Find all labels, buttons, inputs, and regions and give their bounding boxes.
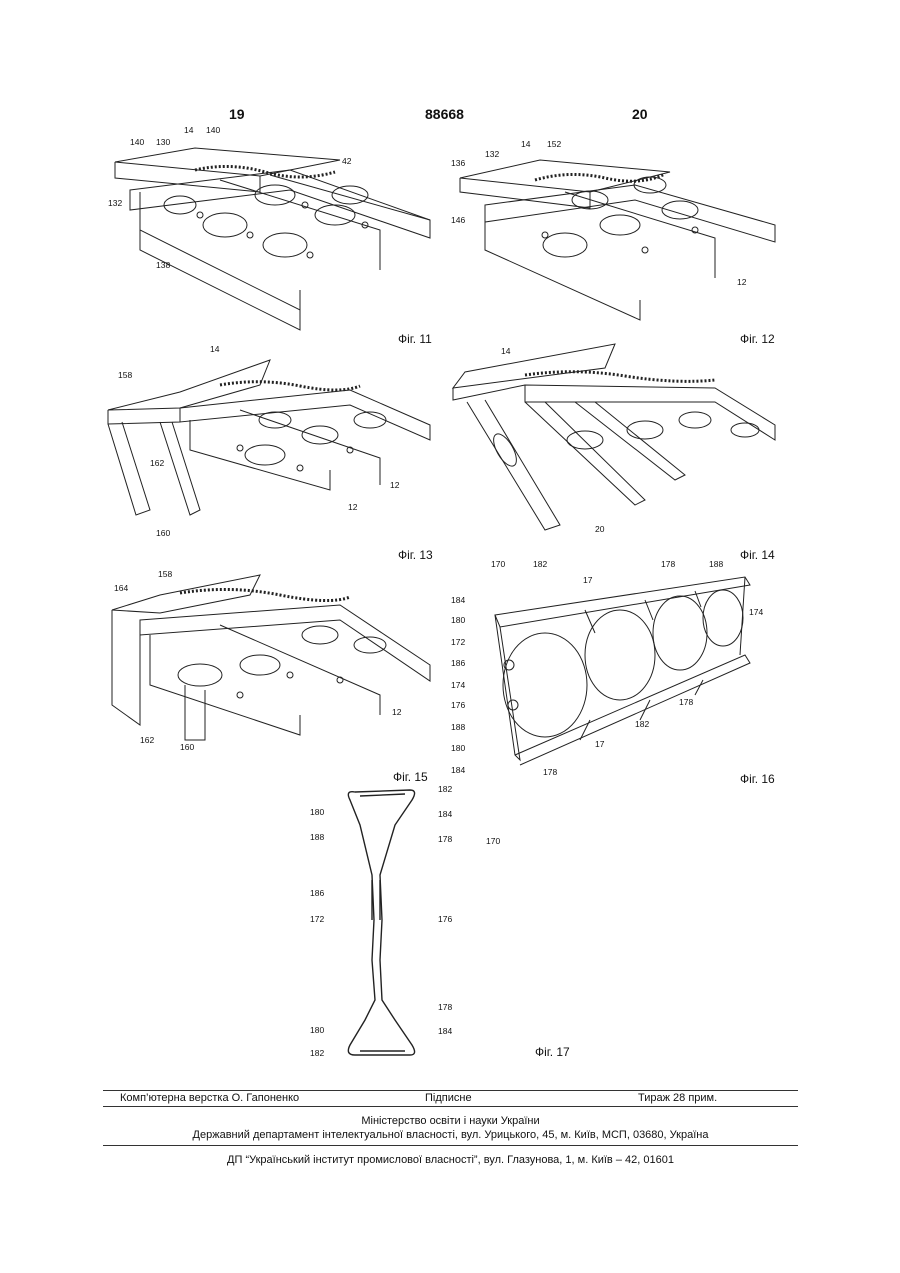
figure-11-label: 140 [206, 125, 220, 135]
figure-16-label: 186 [451, 658, 465, 668]
figure-16-label: 178 [679, 697, 693, 707]
figure-16-caption: Фіг. 16 [740, 772, 775, 786]
figure-13-drawing: 14 158 162 12 12 160 [100, 340, 440, 545]
figure-11-label: 130 [156, 137, 170, 147]
circulation: Тираж 28 прим. [638, 1092, 717, 1104]
figure-16-label: 182 [635, 719, 649, 729]
figure-15-label: 12 [392, 707, 402, 717]
figure-16-label: 180 [451, 615, 465, 625]
figure-13-label: 162 [150, 458, 164, 468]
figure-15-drawing: 158 164 162 160 12 [100, 565, 440, 765]
figure-11-label: 14 [184, 125, 194, 135]
department-address: Державний департамент інтелектуальної вл… [103, 1129, 798, 1141]
figure-12-label: 132 [485, 149, 499, 159]
figure-14-label: 14 [501, 346, 511, 356]
figure-12-drawing: 136 132 14 152 146 12 [445, 130, 785, 325]
figure-16-label: 176 [451, 700, 465, 710]
figure-15-label: 164 [114, 583, 128, 593]
figure-16-label: 170 [491, 559, 505, 569]
figure-13-label: 158 [118, 370, 132, 380]
figure-17-label: 184 [438, 1026, 452, 1036]
institute-address: ДП “Український інститут промислової вла… [103, 1154, 798, 1166]
figure-17-label: 180 [310, 1025, 324, 1035]
figure-17-label: 178 [438, 834, 452, 844]
figure-17-label: 172 [310, 914, 324, 924]
figure-17-label: 176 [438, 914, 452, 924]
figure-11-drawing: 14 140 140 130 132 42 138 [100, 120, 440, 335]
figure-14-label: 20 [595, 524, 605, 534]
figure-13-label: 160 [156, 528, 170, 538]
figure-15-label: 160 [180, 742, 194, 752]
figure-17-label: 188 [310, 832, 324, 842]
figure-17-label: 184 [438, 809, 452, 819]
figure-16-label: 17 [583, 575, 593, 585]
figure-16-label: 17 [595, 739, 605, 749]
figure-12-label: 146 [451, 215, 465, 225]
figure-16-label: 172 [451, 637, 465, 647]
figure-17-drawing: 182 180 184 188 178 170 186 172 176 178 … [300, 780, 520, 1065]
figure-17-label: 178 [438, 1002, 452, 1012]
figure-17-label: 186 [310, 888, 324, 898]
layout-credit: Комп’ютерна верстка О. Гапоненко [120, 1092, 299, 1104]
footer-rule-top [103, 1090, 798, 1091]
figure-17-caption: Фіг. 17 [535, 1045, 570, 1059]
figure-12-label: 12 [737, 277, 747, 287]
figure-17-label: 182 [310, 1048, 324, 1058]
figure-13-label: 14 [210, 344, 220, 354]
figure-11-label: 138 [156, 260, 170, 270]
figure-17-label: 180 [310, 807, 324, 817]
ministry: Міністерство освіти і науки України [103, 1115, 798, 1127]
figure-12-label: 14 [521, 139, 531, 149]
right-page-number: 20 [632, 106, 648, 122]
figure-16-label: 174 [749, 607, 763, 617]
footer-rule-middle [103, 1106, 798, 1107]
figure-16-drawing: 170 182 17 178 188 184 180 174 172 186 1… [445, 555, 785, 780]
figure-11-label: 132 [108, 198, 122, 208]
figure-15-label: 158 [158, 569, 172, 579]
figure-16-label: 184 [451, 765, 465, 775]
figure-16-label: 182 [533, 559, 547, 569]
figure-13-label: 12 [390, 480, 400, 490]
figure-17-label: 170 [486, 836, 500, 846]
figure-13-label: 12 [348, 502, 358, 512]
figure-11-label: 42 [342, 156, 352, 166]
footer-rule-bottom [103, 1145, 798, 1146]
figure-14-drawing: 14 20 [445, 340, 785, 540]
figure-16-label: 188 [451, 722, 465, 732]
figure-16-label: 174 [451, 680, 465, 690]
figure-17-label: 182 [438, 784, 452, 794]
figure-12-label: 136 [451, 158, 465, 168]
signed-note: Підписне [425, 1092, 472, 1104]
figure-15-label: 162 [140, 735, 154, 745]
figure-13-caption: Фіг. 13 [398, 548, 433, 562]
figure-11-label: 140 [130, 137, 144, 147]
figure-12-label: 152 [547, 139, 561, 149]
figure-16-label: 178 [543, 767, 557, 777]
figure-16-label: 184 [451, 595, 465, 605]
figure-16-label: 188 [709, 559, 723, 569]
figure-16-label: 178 [661, 559, 675, 569]
figure-16-label: 180 [451, 743, 465, 753]
